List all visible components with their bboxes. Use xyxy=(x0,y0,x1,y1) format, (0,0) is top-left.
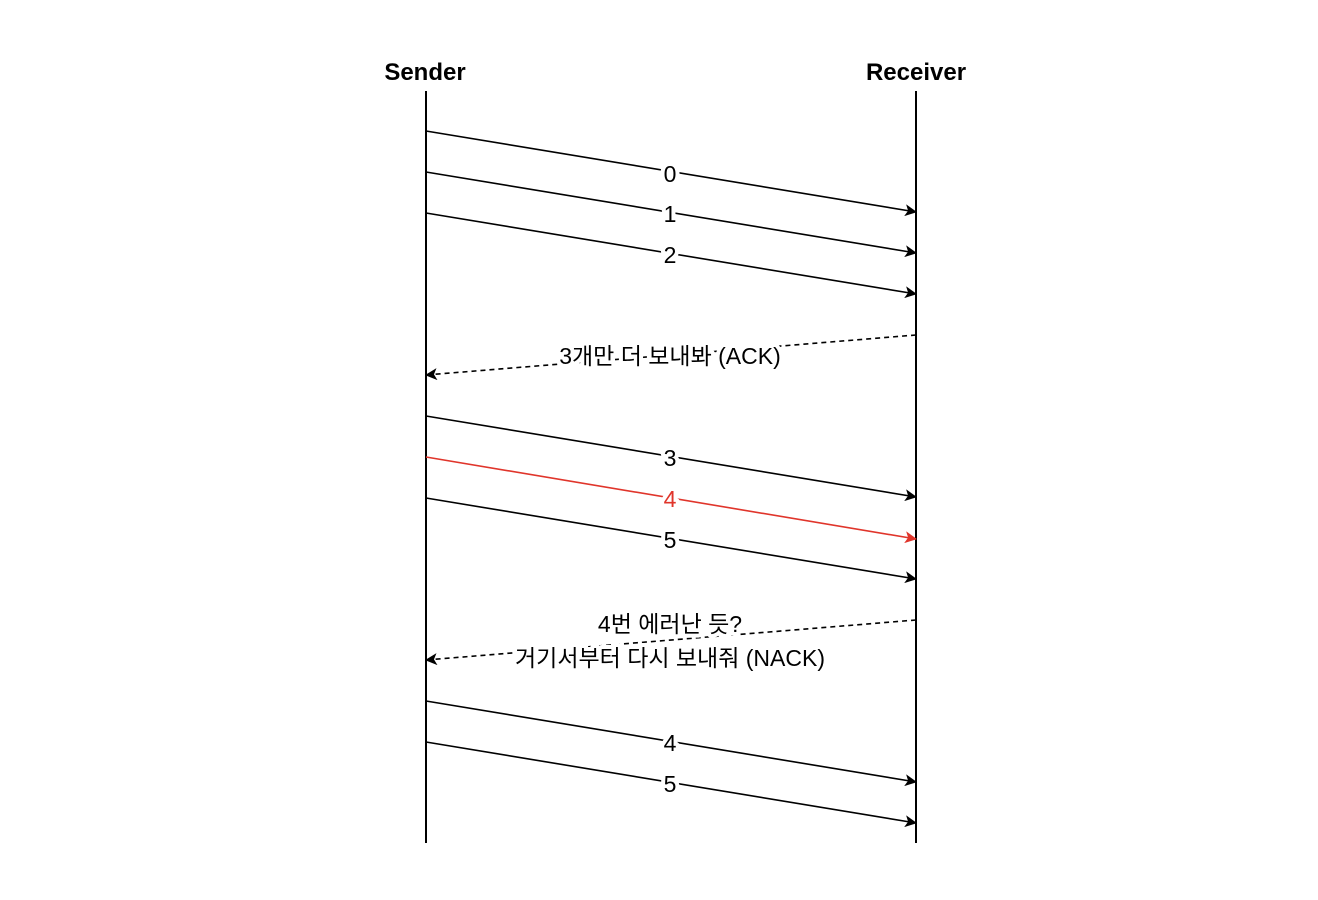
message-label: 5 xyxy=(664,771,677,797)
sender-title: Sender xyxy=(384,59,465,86)
message-arrow xyxy=(425,741,917,828)
message-label: 1 xyxy=(664,201,677,227)
message-arrow xyxy=(425,700,917,787)
message-label: 3개만 더 보내봐 (ACK) xyxy=(559,343,781,369)
message-arrow xyxy=(425,130,917,217)
receiver-title: Receiver xyxy=(866,59,966,86)
message-arrow xyxy=(425,415,917,502)
message-arrow xyxy=(425,456,917,544)
message-label: 5 xyxy=(664,527,677,553)
message-label: 2 xyxy=(664,242,677,268)
message-label: 4 xyxy=(664,486,677,512)
message-arrow xyxy=(425,334,917,381)
message-arrow xyxy=(425,497,917,584)
messages-group: 0 1 2 3개만 더 보내봐 (ACK) 3 4 5 4번 에러난 듯? 거기서부터 다시 보… xyxy=(425,130,917,828)
message-label: 3 xyxy=(664,445,677,471)
message-label: 4 xyxy=(664,730,677,756)
message-arrow xyxy=(425,619,917,666)
message-label: 거기서부터 다시 보내줘 (NACK) xyxy=(515,645,825,671)
message-arrow xyxy=(425,212,917,299)
message-arrow xyxy=(425,171,917,258)
message-label: 0 xyxy=(664,161,677,187)
message-label: 4번 에러난 듯? xyxy=(598,611,742,637)
